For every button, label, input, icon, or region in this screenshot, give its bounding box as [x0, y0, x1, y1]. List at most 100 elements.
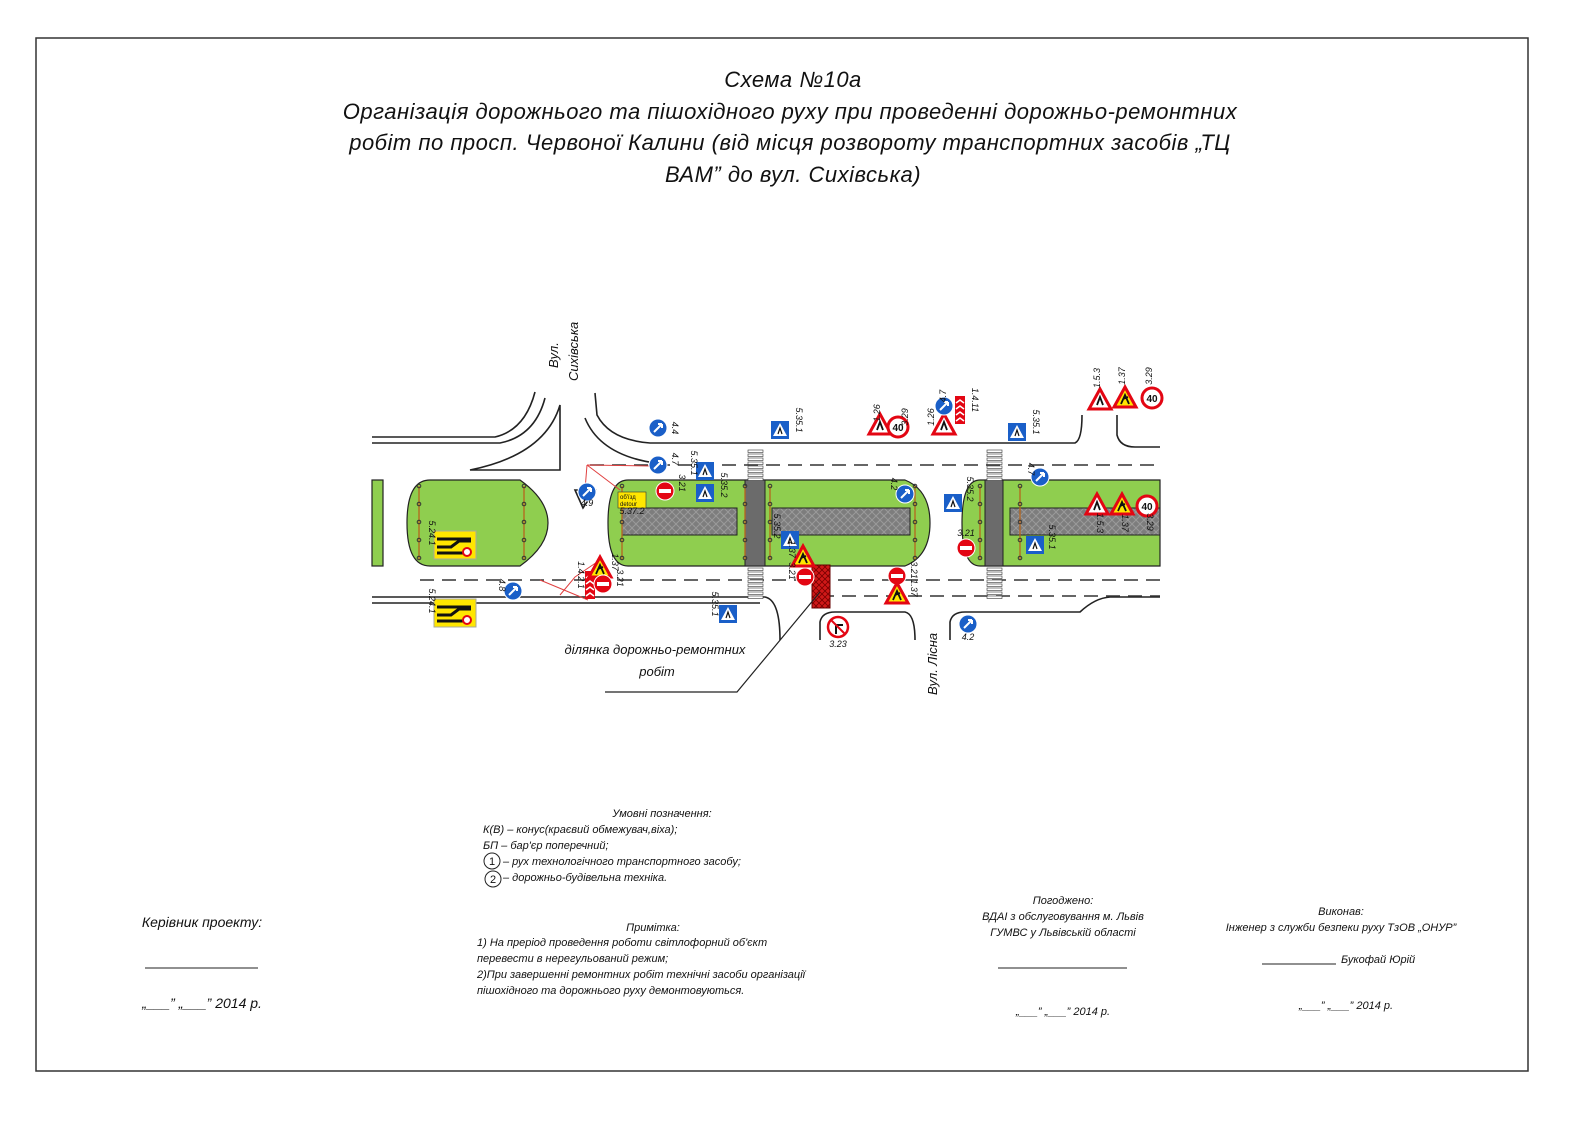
title-line: робіт по просп. Червоної Калини (від міс… [348, 130, 1231, 155]
sign-blue-arrow: 4.2 [889, 478, 915, 504]
executed-label: Виконав: [1318, 906, 1364, 918]
executed-date: „___” „___” 2014 р. [1298, 1000, 1393, 1012]
zebra-stripe [747, 473, 764, 477]
zebra-stripe [747, 567, 764, 571]
sign-code-label: 5.35.1 [689, 450, 699, 475]
legend-heading: Умовні позначення: [611, 808, 711, 820]
zebra-stripe [747, 449, 764, 453]
sign-pedestrian-crossing: 5.35.2 [944, 476, 975, 512]
sign-code-label: 5.35.2 [965, 476, 975, 501]
fence-post [619, 519, 625, 525]
sign-lane-change: 5.24.1 [427, 520, 477, 560]
zebra-stripe [747, 453, 764, 457]
fence-post [977, 537, 983, 543]
fence-post [416, 483, 422, 489]
sign-no-entry: 3.21 [787, 562, 815, 587]
speed-limit-value: 40 [1141, 502, 1153, 513]
zebra-stripe [747, 477, 764, 481]
approved-org: ВДАІ з обслуговування м. Львів [982, 911, 1144, 923]
fence-post [742, 519, 748, 525]
sign-warning: 1.26 [926, 408, 958, 436]
fence-post [767, 483, 773, 489]
sign-no-entry: 3.21 [593, 569, 625, 594]
sign-roadworks: 1.37 [1111, 366, 1139, 409]
signature-manager: Керівник проекту: „___” „___” 2014 р. [141, 914, 262, 1011]
fence-post [521, 555, 527, 561]
fence-post [977, 483, 983, 489]
zebra-stripe [747, 587, 764, 591]
sign-code-label: 1.26 [872, 404, 882, 422]
zebra-stripe [747, 465, 764, 469]
sign-blue-arrow: 4.9 [577, 482, 597, 508]
sign-code-label: 3.23 [829, 639, 847, 649]
executed-position: Інженер з служби безпеки руху ТзОВ „ОНУР… [1226, 922, 1458, 934]
drawing-frame [35, 37, 1529, 1072]
zebra-stripe [986, 567, 1003, 571]
sign-roadworks: 1.37 [1108, 490, 1136, 533]
sign-warning: 1.5.3 [1083, 490, 1111, 533]
fence-post [521, 537, 527, 543]
fence-post [977, 519, 983, 525]
sign-code-label: 3.21 [787, 562, 797, 580]
title-line: ВАМ” до вул. Сихівська) [665, 162, 921, 187]
sign-code-label: 1.37 [909, 579, 919, 598]
scheme-number: Схема №10а [724, 67, 862, 92]
fence-post [416, 555, 422, 561]
zebra-stripe [986, 469, 1003, 473]
fence-post [742, 501, 748, 507]
sign-roadworks: 1.37 [883, 579, 919, 605]
speed-limit-value: 40 [892, 423, 904, 434]
fence-post [912, 537, 918, 543]
zebra-stripe [986, 591, 1003, 595]
sign-no-right-turn: 3.23 [826, 615, 850, 649]
sign-blue-arrow: 4.2 [958, 614, 978, 642]
street-label-lisna: Вул. Лісна [925, 633, 940, 695]
sign-code-label: 3.21 [957, 528, 975, 538]
work-zone [811, 564, 831, 609]
note-line: 1) На преріод проведення роботи світлофо… [477, 937, 767, 949]
fence-post [619, 537, 625, 543]
fence-post [1017, 519, 1023, 525]
fence-post [416, 537, 422, 543]
zebra-stripe [986, 473, 1003, 477]
sign-pedestrian-crossing: 5.35.1 [710, 591, 737, 623]
legend-item: К(В) – конус(краєвий обмежувач,віха); [483, 824, 677, 836]
sign-code-label: 5.35.1 [794, 407, 804, 432]
sign-code-label: 1.5.3 [1095, 513, 1105, 533]
sign-no-entry: 3.21 [956, 528, 976, 558]
fence-post [1017, 483, 1023, 489]
zebra-stripe [986, 477, 1003, 481]
fence-post [767, 555, 773, 561]
approved-org: ГУМВС у Львівській області [990, 927, 1136, 939]
zebra-stripe [986, 579, 1003, 583]
zebra-stripe [747, 571, 764, 575]
street-label-sykhivska: Сихівська [566, 322, 581, 381]
zebra-stripe [986, 465, 1003, 469]
approved-date: „___” „___” 2014 р. [1015, 1006, 1110, 1018]
sign-code-label: 1.4.2.1 [576, 561, 586, 589]
sign-code-label: 3.29 [1145, 513, 1155, 531]
fence-post [742, 555, 748, 561]
sign-code-label: 5.24.1 [427, 520, 437, 545]
sign-code-label: 4.2 [889, 478, 899, 491]
note-line: перевести в нерегульований режим; [477, 953, 668, 965]
fence-post [767, 501, 773, 507]
sign-code-label: 4.7 [670, 453, 680, 467]
sign-code-label: 5.35.2 [719, 472, 729, 497]
detour-sign-text: detour [620, 502, 637, 508]
signature-executed: Виконав: Інженер з служби безпеки руху Т… [1226, 906, 1458, 1012]
sign-code-label: 1.26 [926, 408, 936, 426]
fence-post [977, 501, 983, 507]
legend-item: БП – бар'єр поперечний; [483, 840, 609, 852]
fence-post [742, 537, 748, 543]
fence-post [912, 555, 918, 561]
zebra-stripe [986, 583, 1003, 587]
sign-lane-change: 5.24.1 [427, 588, 477, 628]
sign-code-label: 4.7 [938, 389, 948, 403]
fence-post [767, 537, 773, 543]
fence-post [1017, 555, 1023, 561]
zebra-stripe [986, 457, 1003, 461]
legend-item: – рух технологічного транспортного засоб… [502, 856, 741, 868]
sign-code-label: 4.4 [670, 422, 680, 435]
legend: Умовні позначення: К(В) – конус(краєвий … [483, 808, 741, 888]
